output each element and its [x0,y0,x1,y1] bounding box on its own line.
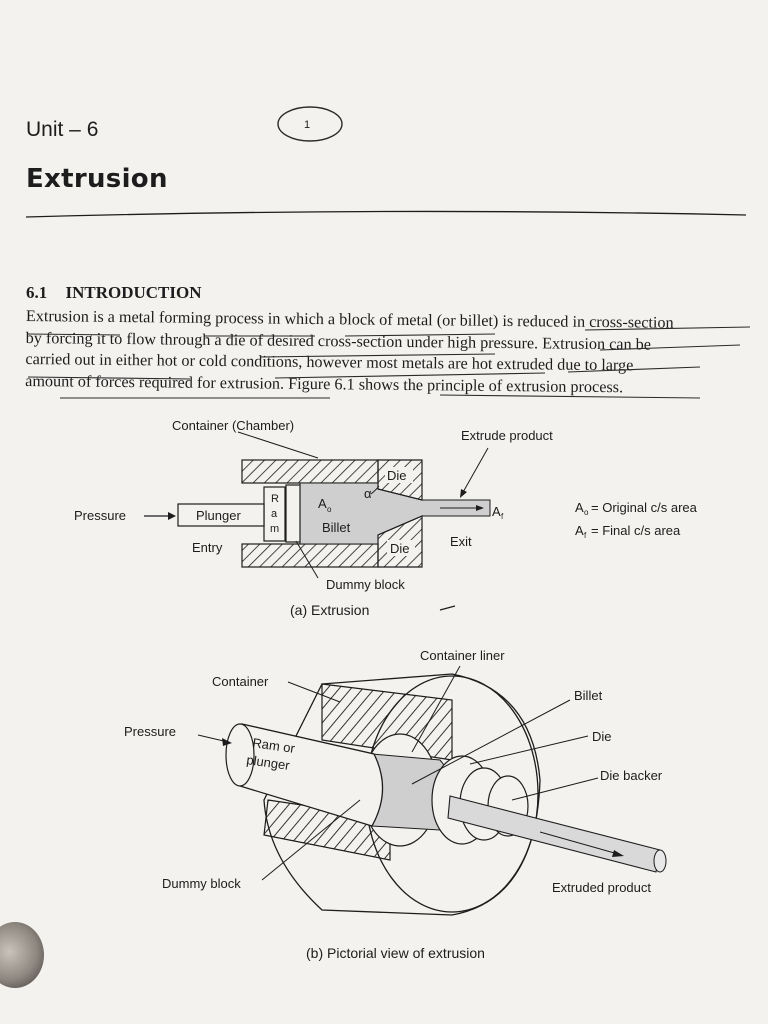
legend-sub-f: f [584,531,587,540]
label-billet-b: Billet [574,688,603,703]
caption-a: (a) Extrusion [290,602,369,618]
label-exit: Exit [450,534,472,549]
label-dummy-block-a: Dummy block [326,577,405,592]
legend-text-final: = Final c/s area [591,523,681,538]
title-rule [26,210,746,218]
label-die-b: Die [592,729,612,744]
label-die-backer: Die backer [600,768,663,783]
label-entry: Entry [192,540,223,555]
label-ram-line1: Ram or [252,735,297,756]
label-plunger: Plunger [196,508,241,523]
label-extruded-product: Extruded product [552,880,651,895]
label-container-b: Container [212,674,269,689]
margin-mark-text: 1 [304,119,310,131]
label-area-final-sub: f [501,512,504,521]
label-ram-a: a [271,508,278,520]
label-die-top: Die [387,468,407,483]
label-billet-a: Billet [322,520,351,535]
label-pressure-b: Pressure [124,724,176,739]
label-area-original: A [318,496,327,511]
legend-symbol-ao: A [575,500,584,515]
page-title: Extrusion [26,164,168,194]
label-die-bottom: Die [390,541,410,556]
pen-underlines [27,326,751,399]
label-ram-m: m [270,523,279,535]
section-title: INTRODUCTION [65,283,202,302]
unit-label: Unit – 6 [26,118,99,141]
label-area-final: A [492,504,501,519]
dummy-block [285,484,301,543]
handwritten-page-mark: 1 [277,106,343,142]
section-number: 6.1 [26,283,48,302]
caption-b: (b) Pictorial view of extrusion [306,945,485,961]
label-area-original-sub: o [327,505,332,514]
figure-a-extrusion-diagram: Container (Chamber) Extrude product Pres… [74,418,698,618]
extruded-rod [447,795,661,873]
section-heading: 6.1 INTRODUCTION [26,283,202,303]
label-ram-r: R [271,493,279,505]
label-alpha: α [364,486,372,501]
plunger [177,503,265,527]
label-extrude-product: Extrude product [461,428,553,443]
label-container-liner: Container liner [420,648,505,663]
label-ram-line2: plunger [246,752,292,773]
label-container-chamber: Container (Chamber) [172,418,294,433]
legend-sub-o: o [584,508,589,517]
legend-text-original: = Original c/s area [591,500,698,515]
label-dummy-block-b: Dummy block [162,876,241,891]
label-pressure-a: Pressure [74,508,126,523]
legend-symbol-af: A [575,523,584,538]
